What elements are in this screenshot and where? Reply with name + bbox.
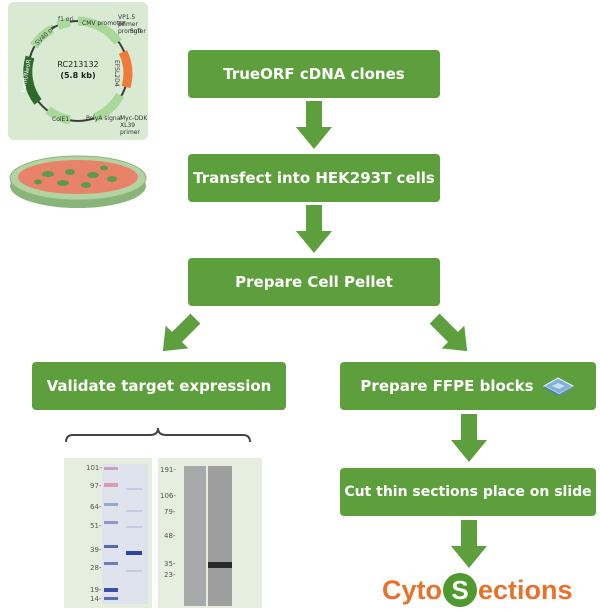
plasmid-name: RC213132 [57,60,99,69]
gel-marker-label: 14- [90,595,102,603]
petri-dish-icon [9,155,147,208]
arrow-down-icon [296,205,332,253]
gel-bands [104,467,142,600]
arrow-diagonal-left-icon [162,313,201,352]
ffpe-block-icon [542,377,574,396]
blot-marker-label: 48- [164,532,176,540]
step-ffpe-label: Prepare FFPE blocks [360,377,534,395]
step-validate: Validate target expression [32,362,286,410]
plasmid-map-panel: RC213132 (5.8 kb) f1 ori CMV promoter VP… [8,2,148,140]
blot-marker-label: 191- [160,466,176,474]
label-polya: PolyA signal [86,115,123,122]
label-f1ori: f1 ori [58,16,74,23]
label-vp15: VP1.5 primer [118,14,138,28]
step-cell-pellet: Prepare Cell Pellet [188,258,440,306]
curly-brace [65,427,251,443]
step-trueorf-clones: TrueORF cDNA clones [188,50,440,98]
gel-marker-label: 64- [90,503,102,511]
plasmid-size: (5.8 kb) [60,71,96,80]
blot-marker-label: 23- [164,571,176,579]
gel-marker-label: 97- [90,482,102,490]
logo-text-sections: ections [478,574,573,605]
arrow-diagonal-right-icon [429,313,468,352]
step-ffpe: Prepare FFPE blocks [340,362,596,410]
blot-marker-label: 106- [160,492,176,500]
label-cole1: ColE1 [52,116,70,123]
logo-text-cyto: Cyto [382,574,442,605]
blot-marker-label: 79- [164,508,176,516]
western-blot-panel: 191- 106- 79- 48- 35- 23- [158,458,262,608]
logo-s-letter: S [451,574,469,605]
label-myc: Myc-DDK [120,115,148,122]
arrow-down-icon [296,101,332,149]
gel-marker-label: 39- [90,546,102,554]
label-orf: EFSL2D4 [113,60,120,87]
label-cmv: CMV promoter [82,20,126,27]
gel-marker-label: 101- [86,464,102,472]
gel-marker-label: 51- [90,522,102,530]
blot-marker-label: 35- [164,560,176,568]
step-transfect: Transfect into HEK293T cells [188,154,440,202]
step-cut-sections: Cut thin sections place on slide [340,468,596,516]
gel-marker-label: 19- [90,586,102,594]
label-sgfi: SgfI [130,28,142,35]
blot-lane [208,466,232,606]
logo-s-badge: S [443,573,477,607]
gel-marker-label: 28- [90,564,102,572]
arrow-down-icon [451,520,487,568]
arrow-down-icon [451,414,487,462]
label-t7: T7 promoter [118,21,146,35]
label-xl39: XL39 primer [120,122,140,136]
gel-lane [102,464,148,604]
sds-gel-panel: 101- 97- 64- 51- 39- 28- 19- 14- [64,458,152,608]
cytosections-logo: Cyto S ections [382,570,573,610]
plasmid-ring [23,16,133,125]
blot-band [208,562,232,568]
blot-lane [184,466,206,606]
